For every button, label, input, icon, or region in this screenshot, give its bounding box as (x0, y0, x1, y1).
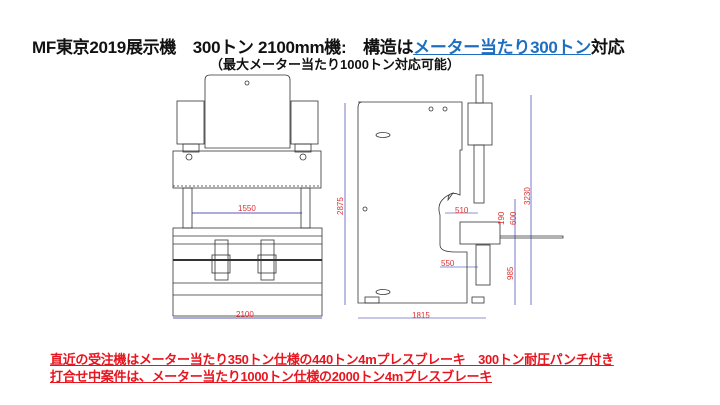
dim-985: 985 (506, 266, 515, 280)
dim-550: 550 (441, 259, 455, 268)
side-view: 2875 3230 510 190 600 550 985 1815 (336, 74, 564, 320)
dim-2875: 2875 (336, 197, 345, 215)
front-view: 1550 2100 (172, 74, 323, 319)
dim-510: 510 (455, 206, 469, 215)
note-recent-order: 直近の受注機はメーター当たり350トン仕様の440トン4mプレスブレーキ 300… (50, 352, 614, 367)
title-text: MF東京2019展示機 300トン 2100mm機: 構造は (32, 38, 414, 57)
slide-subtitle: （最大メーター当たり1000トン対応可能） (210, 57, 460, 72)
dim-3230: 3230 (523, 187, 532, 205)
dim-190: 190 (497, 211, 506, 225)
dim-1550: 1550 (238, 204, 256, 213)
title-link[interactable]: メーター当たり300トン (413, 38, 591, 57)
slide-title: MF東京2019展示機 300トン 2100mm機: 構造はメーター当たり300… (32, 33, 625, 58)
note-pending-project: 打合せ中案件は、メーター当たり1000トン仕様の2000トン4mプレスブレーキ (50, 369, 492, 384)
dim-2100: 2100 (236, 310, 254, 319)
dim-600: 600 (509, 211, 518, 225)
dim-1815: 1815 (412, 311, 430, 320)
title-suffix: 対応 (590, 38, 625, 57)
